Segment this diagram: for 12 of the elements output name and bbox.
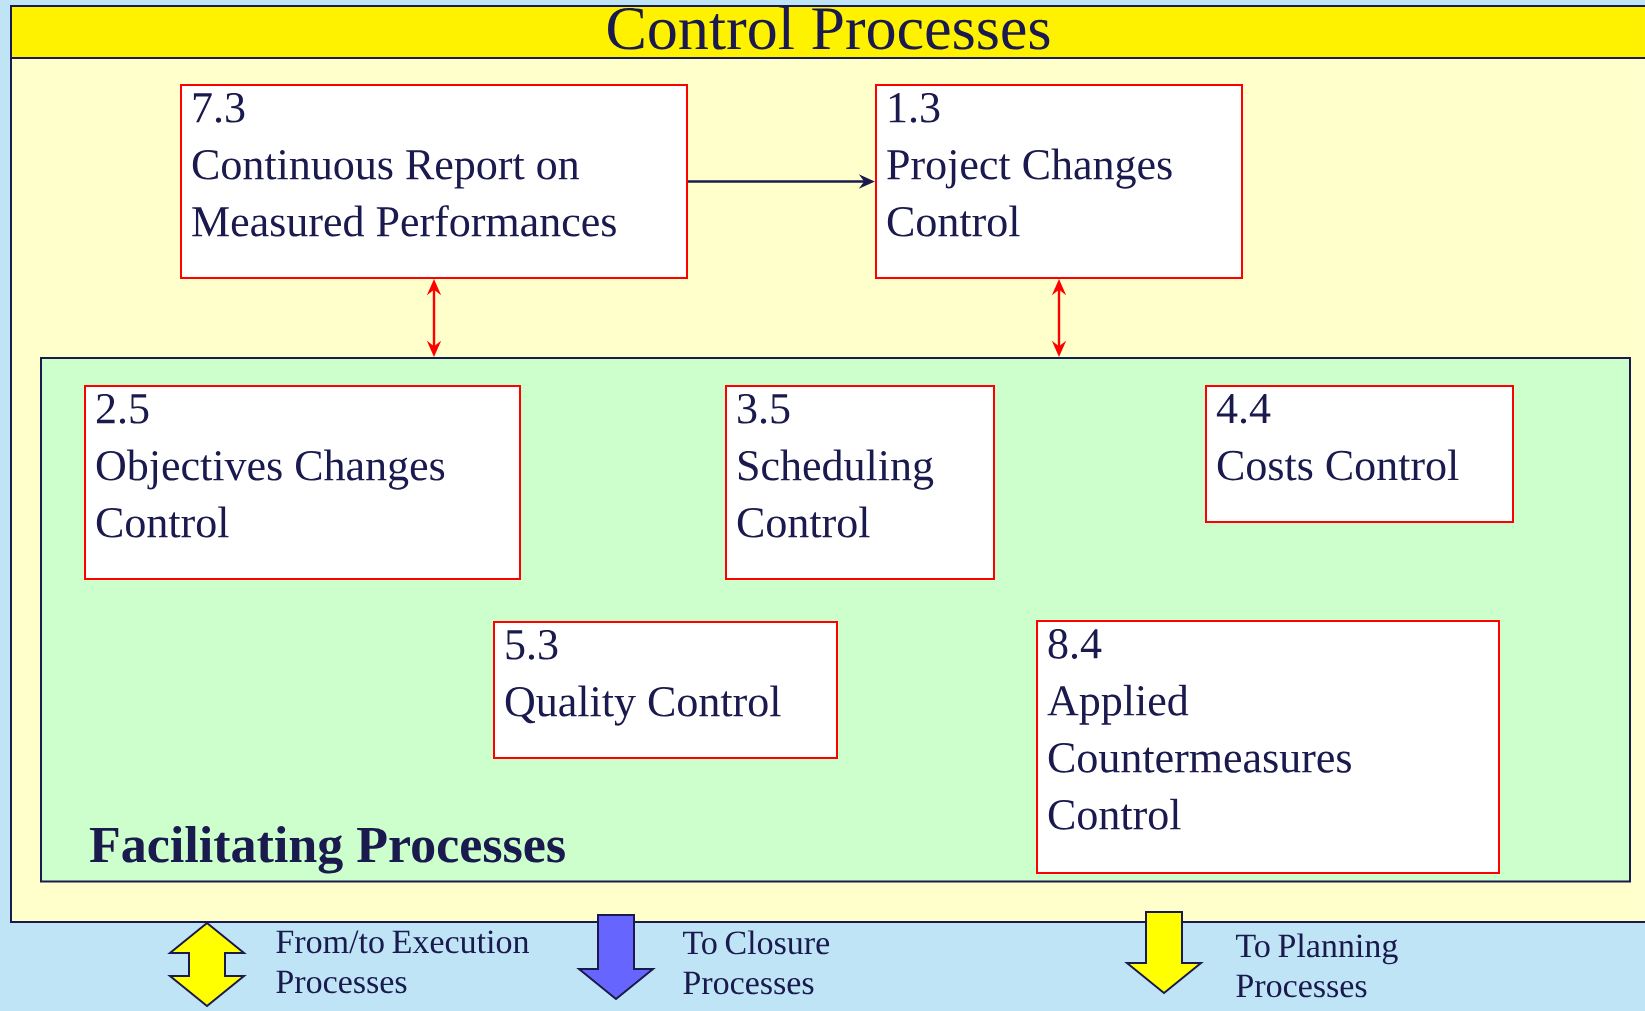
process-box: 8.4 Applied Countermeasures Control <box>1036 620 1500 874</box>
process-box: 3.5 Scheduling Control <box>725 385 995 580</box>
process-box: 4.4 Costs Control <box>1205 385 1514 523</box>
block-arrow <box>576 914 656 1001</box>
note-text: To Closure Processes <box>683 930 830 995</box>
note-text: To Planning Processes <box>1236 933 1398 998</box>
block-arrow <box>1124 911 1204 995</box>
process-box: 5.3 Quality Control <box>493 621 838 759</box>
note-text: From/to Execution Processes <box>276 930 529 994</box>
process-box: 1.3 Project Changes Control <box>875 84 1243 279</box>
process-box: 2.5 Objectives Changes Control <box>84 385 521 580</box>
process-box: 7.3 Continuous Report on Measured Performances <box>180 84 688 279</box>
